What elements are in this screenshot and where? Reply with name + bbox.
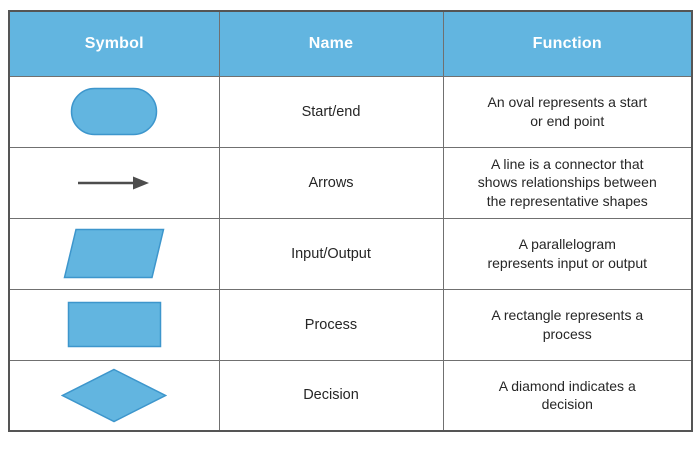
symbol-function: A parallelogram represents input or outp…	[487, 236, 648, 271]
name-cell: Decision	[218, 359, 444, 432]
column-header-symbol: Symbol	[8, 10, 220, 77]
symbol-name: Decision	[303, 387, 359, 404]
symbol-name: Input/Output	[291, 245, 371, 262]
symbol-cell	[8, 146, 220, 219]
table-row-process: Process A rectangle represents a process	[8, 288, 693, 361]
table-row-input-output: Input/Output A parallelogram represents …	[8, 217, 693, 290]
name-cell: Process	[218, 288, 444, 361]
name-cell: Start/end	[218, 75, 444, 148]
symbol-name: Process	[304, 316, 358, 333]
symbol-function: A rectangle represents a process	[491, 307, 644, 342]
symbol-function: A diamond indicates a decision	[498, 378, 636, 413]
rectangle-shape-icon	[67, 301, 161, 348]
symbol-cell	[8, 288, 220, 361]
symbol-function: An oval represents a start or end point	[487, 94, 648, 129]
symbol-name: Start/end	[301, 103, 361, 120]
function-cell: A line is a connector that shows relatio…	[442, 146, 693, 219]
column-header-function: Function	[442, 10, 693, 77]
table-row-start-end: Start/end An oval represents a start or …	[8, 75, 693, 148]
column-header-name: Name	[218, 10, 444, 77]
parallelogram-shape-icon	[63, 228, 165, 279]
header-row: Symbol Name Function	[8, 10, 693, 77]
flowchart-symbols-table: Symbol Name Function Start/end An oval r…	[8, 10, 693, 432]
symbol-cell	[8, 217, 220, 290]
page: Symbol Name Function Start/end An oval r…	[8, 10, 693, 432]
function-cell: A rectangle represents a process	[442, 288, 693, 361]
symbol-function: A line is a connector that shows relatio…	[477, 156, 657, 209]
diamond-shape-icon	[61, 368, 168, 423]
function-cell: A parallelogram represents input or outp…	[442, 217, 693, 290]
symbol-cell	[8, 75, 220, 148]
symbol-name: Arrows	[308, 174, 354, 191]
oval-shape-icon	[71, 87, 158, 136]
function-cell: An oval represents a start or end point	[442, 75, 693, 148]
arrow-shape-icon	[78, 176, 150, 189]
symbol-cell	[8, 359, 220, 432]
table-row-decision: Decision A diamond indicates a decision	[8, 359, 693, 432]
name-cell: Input/Output	[218, 217, 444, 290]
table-row-arrows: Arrows A line is a connector that shows …	[8, 146, 693, 219]
name-cell: Arrows	[218, 146, 444, 219]
function-cell: A diamond indicates a decision	[442, 359, 693, 432]
